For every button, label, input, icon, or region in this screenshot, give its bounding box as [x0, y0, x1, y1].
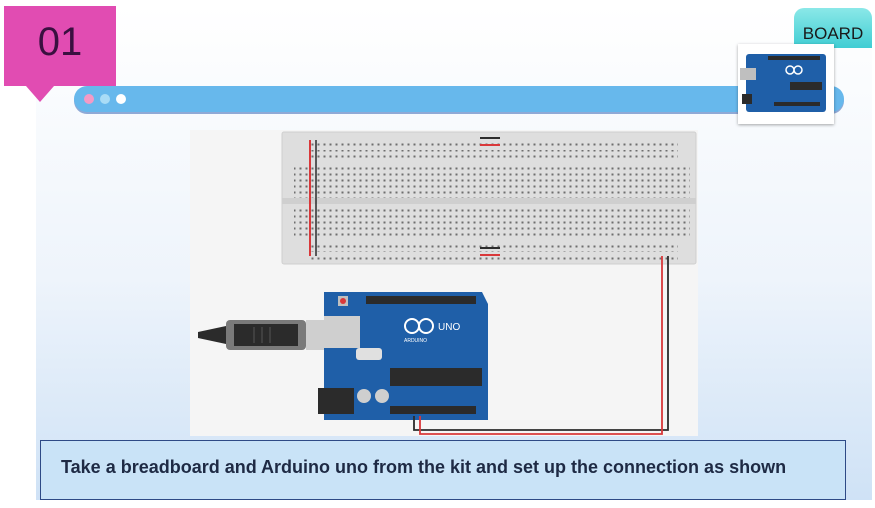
board-name-text: ARDUINO: [404, 338, 427, 344]
usb-cable: [198, 320, 338, 350]
arduino-board-thumbnail: [738, 44, 834, 124]
pink-dot-icon: [84, 94, 94, 104]
board-tab-label: BOARD: [802, 24, 864, 43]
arduino-uno-board: UNO ARDUINO: [318, 292, 488, 420]
white-dot-icon: [116, 94, 126, 104]
title-bar: [74, 86, 844, 112]
wiring-diagram: UNO ARDUINO: [190, 130, 698, 436]
step-number: 01: [37, 20, 83, 64]
arduino-board-thumbnail-icon: [740, 54, 826, 112]
breadboard-arduino-wiring-diagram: UNO ARDUINO: [198, 131, 697, 435]
board-brand-text: UNO: [438, 322, 460, 333]
light-blue-dot-icon: [100, 94, 110, 104]
step-badge: 01: [4, 6, 116, 102]
breadboard: [281, 131, 697, 265]
wires: [413, 256, 669, 435]
board-tab[interactable]: BOARD: [794, 8, 872, 48]
instruction-text: Take a breadboard and Arduino uno from t…: [61, 457, 787, 477]
instruction-caption: Take a breadboard and Arduino uno from t…: [40, 440, 846, 500]
